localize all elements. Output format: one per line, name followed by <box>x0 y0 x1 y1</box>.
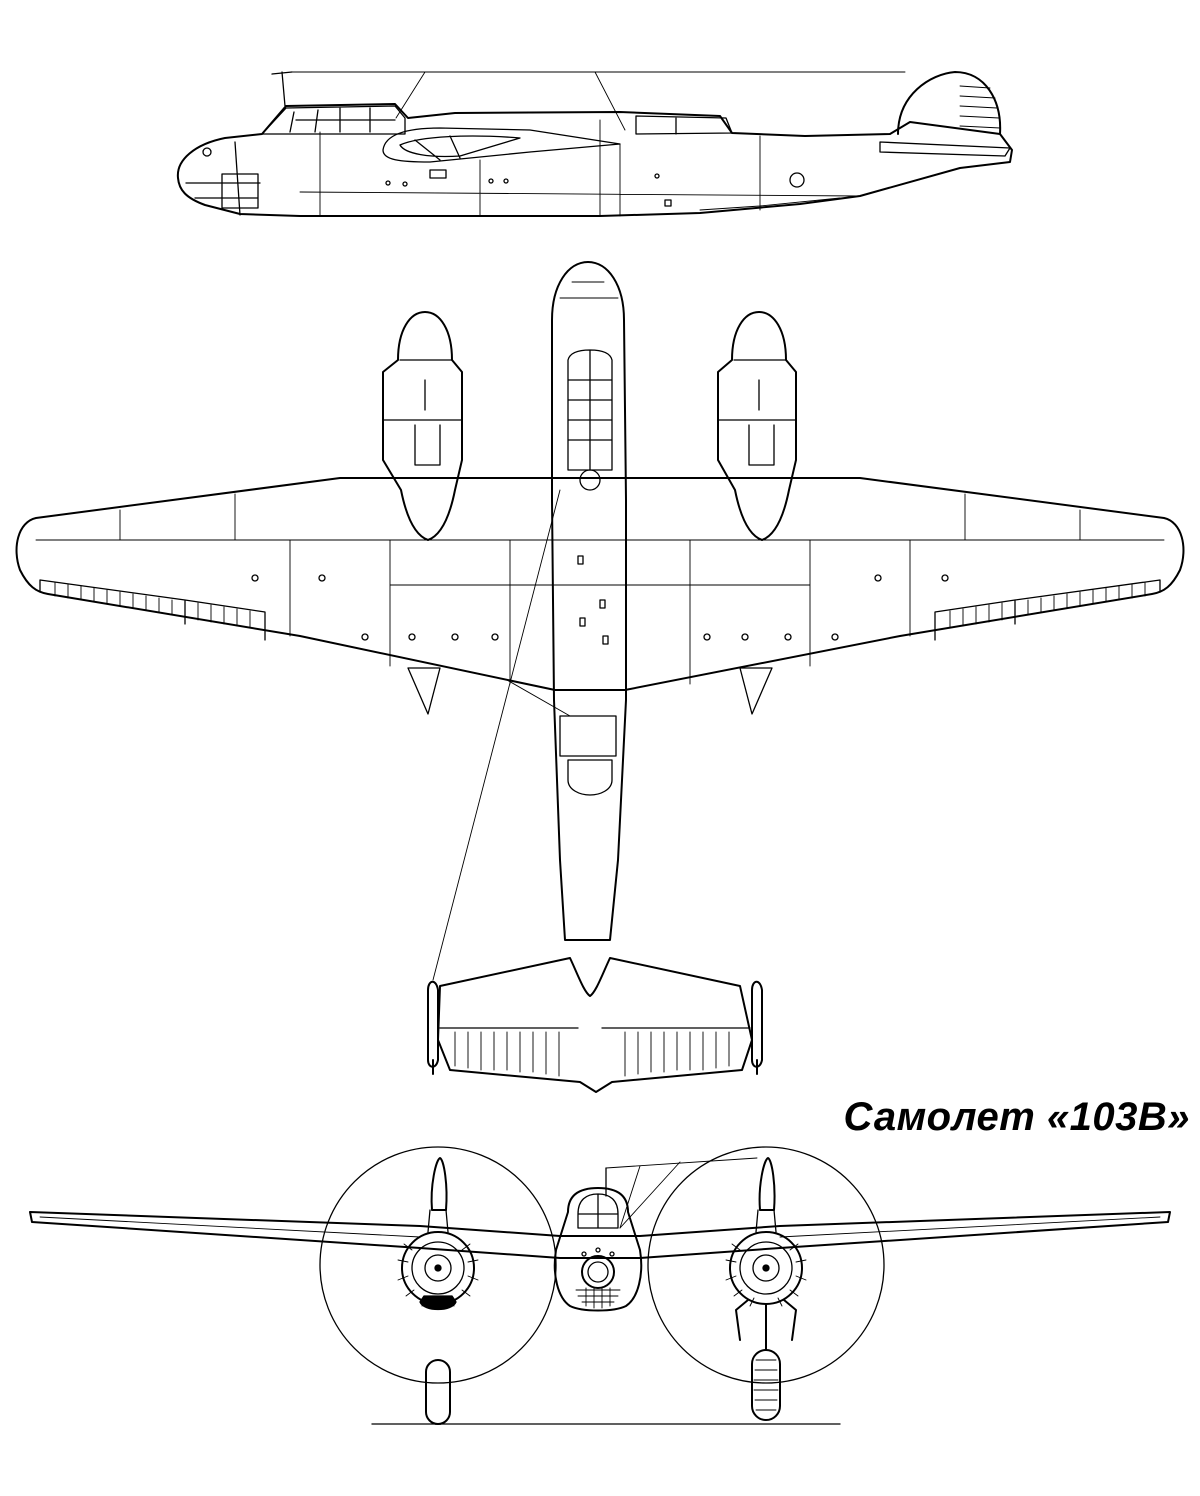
side-nose-port <box>202 147 212 157</box>
top-wing-rivet <box>451 633 459 641</box>
top-left-nacelle <box>382 311 463 541</box>
top-wing-rivet <box>408 633 416 641</box>
top-hatch <box>599 599 606 609</box>
top-right-aileron-ribs <box>949 581 1146 629</box>
front-left-nacelle-bottom <box>419 1295 457 1311</box>
top-wing-rivet <box>361 633 369 641</box>
top-hatch <box>579 617 586 627</box>
top-hatch <box>602 635 609 645</box>
top-left-fin <box>427 980 439 1075</box>
side-nacelle <box>382 127 621 163</box>
top-wing-panels <box>35 493 1165 685</box>
front-right-prop-disc <box>647 1146 885 1384</box>
front-aerial-wire-2 <box>619 1165 641 1229</box>
top-right-fin <box>751 980 763 1075</box>
side-tailplane <box>879 141 1011 157</box>
top-aerial-wire <box>432 489 561 981</box>
front-nose-inner <box>587 1261 609 1283</box>
top-wing-rivet <box>831 633 839 641</box>
side-nacelle-inner <box>399 135 521 161</box>
drawing-title: Самолет «103В» <box>843 1095 1190 1139</box>
front-canopy <box>577 1193 619 1229</box>
top-right-nacelle-details <box>717 359 797 466</box>
side-nose-glazing <box>185 141 261 216</box>
top-wing <box>15 477 1185 691</box>
side-aerial-wire-3 <box>594 71 626 131</box>
top-cockpit <box>567 349 613 471</box>
side-rudder-hatch <box>959 85 1001 129</box>
front-fuselage <box>553 1187 643 1312</box>
side-hatch <box>429 169 447 179</box>
top-left-fairing <box>407 667 441 715</box>
front-right-cowling-inner <box>739 1241 793 1295</box>
side-bomb-bay <box>699 197 841 211</box>
front-nose-port <box>595 1247 601 1253</box>
top-aerial-wire-2 <box>506 679 571 717</box>
front-left-prop-disc <box>319 1146 557 1384</box>
side-rear-canopy <box>635 115 733 135</box>
top-wing-rivet <box>318 574 326 582</box>
front-right-wheel <box>751 1349 781 1421</box>
front-nose-port <box>581 1251 587 1257</box>
front-right-wheel-tread <box>753 1359 779 1411</box>
side-canopy <box>261 105 406 135</box>
top-wing-rivet <box>874 574 882 582</box>
top-right-nacelle <box>717 311 797 541</box>
top-left-aileron <box>39 579 266 641</box>
top-right-fairing <box>739 667 773 715</box>
top-wing-rivet <box>491 633 499 641</box>
top-wing-rivet <box>741 633 749 641</box>
side-roundel <box>789 172 805 188</box>
side-aerial-wire-2 <box>395 71 426 119</box>
front-nose-port <box>609 1251 615 1257</box>
side-aerial-mast <box>271 71 293 107</box>
top-wing-rivet <box>784 633 792 641</box>
front-aerial-wire <box>605 1157 758 1169</box>
front-right-strut <box>755 1209 777 1233</box>
side-fuselage <box>176 103 1013 217</box>
front-right-gear-struts <box>735 1299 797 1351</box>
side-view <box>176 71 1013 217</box>
top-wing-rivet <box>703 633 711 641</box>
front-tail-wheel <box>425 1359 451 1425</box>
side-panel-lines <box>299 119 861 217</box>
top-turret <box>579 469 601 491</box>
top-wing-rivet <box>251 574 259 582</box>
front-right-hub <box>762 1264 770 1272</box>
side-rivet <box>402 181 408 187</box>
front-right-cowl-flaps <box>725 1243 807 1307</box>
top-left-aileron-ribs <box>54 581 251 629</box>
front-wing-details <box>39 1216 1161 1238</box>
top-left-nacelle-details <box>382 359 463 466</box>
side-rivet <box>488 178 494 184</box>
front-nose-glazing <box>575 1287 621 1309</box>
top-tailplane <box>437 957 753 1093</box>
front-nose-ring <box>581 1255 615 1289</box>
front-left-hub <box>434 1264 442 1272</box>
top-rear-position <box>559 715 617 796</box>
front-right-prop-blade <box>758 1157 776 1211</box>
front-aerial-wire-3 <box>619 1161 681 1229</box>
top-elevator-ribs <box>454 1031 730 1077</box>
front-left-cowling-inner <box>411 1241 465 1295</box>
top-nose-details <box>559 281 619 299</box>
top-right-aileron <box>934 579 1161 641</box>
front-view <box>29 1146 1171 1425</box>
front-left-strut <box>427 1209 449 1233</box>
top-wing-rivet <box>941 574 949 582</box>
side-tail-fin <box>897 71 1002 135</box>
side-rivet <box>385 180 391 186</box>
side-hatch-small <box>664 199 672 207</box>
front-left-prop-blade <box>430 1157 448 1211</box>
top-hatch <box>577 555 584 565</box>
side-rivet <box>654 173 660 179</box>
top-fuselage <box>551 261 627 941</box>
top-view <box>15 261 1185 1093</box>
side-rivet <box>503 178 509 184</box>
